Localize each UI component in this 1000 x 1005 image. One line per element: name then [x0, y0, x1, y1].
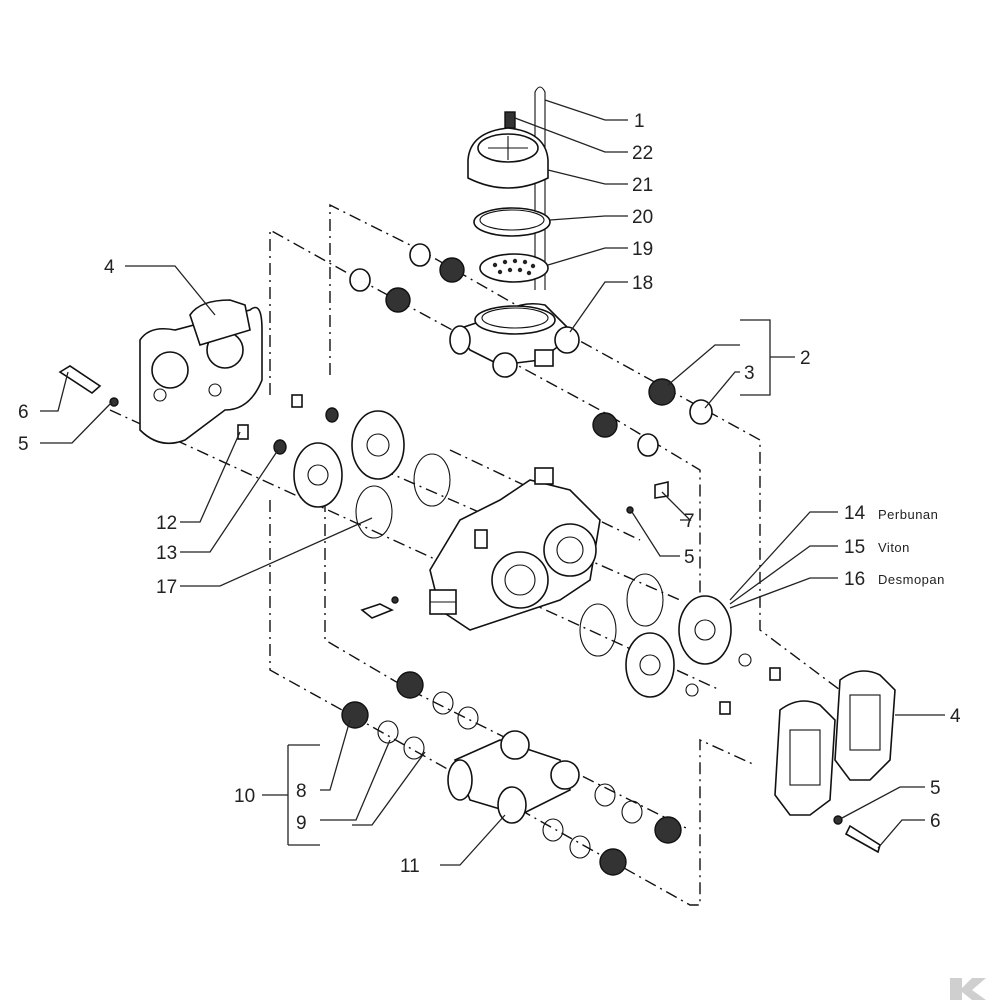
- left-head-cover: [139, 299, 263, 445]
- callout-19: 19: [632, 239, 653, 260]
- air-chamber-assembly: [467, 86, 551, 290]
- callout-2: 2: [800, 348, 811, 369]
- callout-5-right: 5: [930, 778, 941, 799]
- callout-14: 14: [844, 503, 866, 524]
- right-head-covers: [774, 670, 896, 816]
- leader-lines: [40, 99, 945, 866]
- callout-15: 15: [844, 537, 865, 558]
- callout-3: 3: [744, 363, 755, 384]
- callout-11: 11: [400, 856, 420, 877]
- callout-5-left: 5: [18, 434, 29, 455]
- callout-9: 9: [296, 813, 307, 834]
- callout-4-left: 4: [104, 257, 115, 278]
- left-fasteners: [58, 365, 339, 455]
- callout-12: 12: [156, 513, 177, 534]
- perforated-plate-part: [479, 253, 549, 283]
- right-fasteners: [833, 815, 881, 854]
- material-desmopan: Desmopan: [878, 572, 945, 587]
- callout-17: 17: [156, 577, 177, 598]
- callout-16: 16: [844, 569, 865, 590]
- callout-labels: 1 22 21 20 19 18 2 3 4 6 5 12 13 17 7 5 …: [18, 111, 961, 877]
- material-perbunan: Perbunan: [878, 507, 938, 522]
- callout-6-right: 6: [930, 811, 941, 832]
- left-diaphragms: [293, 410, 451, 539]
- rod-part: [534, 86, 546, 290]
- callout-10: 10: [234, 786, 255, 807]
- lower-valves: [341, 671, 682, 876]
- right-diaphragms: [579, 573, 781, 715]
- callout-1: 1: [634, 111, 645, 132]
- upper-manifold: [449, 302, 580, 378]
- callout-4-right: 4: [950, 706, 961, 727]
- brand-logo-icon: [950, 978, 986, 1000]
- callout-18: 18: [632, 273, 653, 294]
- lower-manifold: [447, 730, 580, 824]
- upper-valves: [349, 243, 713, 457]
- callout-8: 8: [296, 781, 307, 802]
- callout-5-center: 5: [684, 547, 695, 568]
- callout-13: 13: [156, 543, 177, 564]
- callout-21: 21: [632, 175, 653, 196]
- callout-6-left: 6: [18, 402, 29, 423]
- valve-part: [648, 378, 676, 406]
- material-viton: Viton: [878, 540, 910, 555]
- valve-part: [504, 111, 516, 129]
- callout-22: 22: [632, 143, 653, 164]
- callout-7: 7: [684, 511, 695, 532]
- callout-20: 20: [632, 207, 653, 228]
- pump-body: [360, 467, 669, 631]
- seal-ring-part: [473, 207, 551, 237]
